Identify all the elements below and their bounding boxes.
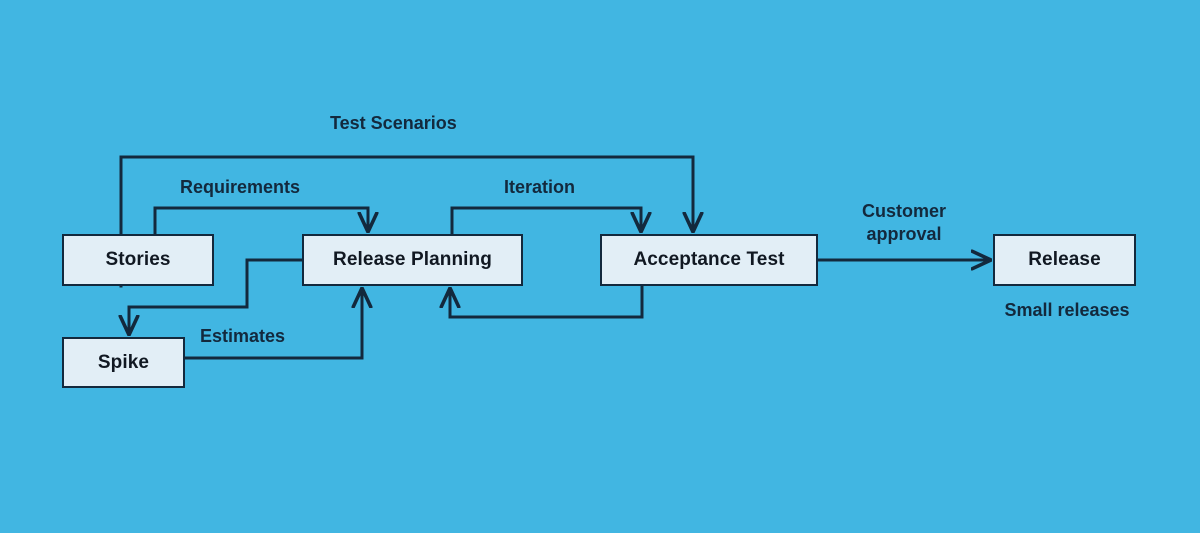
connector-requirements: [153, 206, 368, 236]
edge-label-requirements: Requirements: [180, 177, 301, 197]
edge-label-estimates: Estimates: [200, 326, 286, 346]
node-release-planning-label: Release Planning: [333, 249, 492, 270]
node-spike-label: Spike: [97, 351, 150, 373]
node-release[interactable]: Release: [993, 234, 1136, 286]
caption-small-releases: Small releases: [1004, 300, 1130, 320]
edge-label-test-scenarios: Test Scenarios: [330, 113, 457, 133]
node-stories[interactable]: Stories: [62, 234, 214, 286]
connector-iteration: [450, 206, 641, 236]
connector-acceptance-feedback: [450, 284, 644, 319]
node-stories-label: Stories: [105, 249, 171, 270]
edge-label-customer-approval: Customer approval: [861, 201, 946, 244]
node-acceptance-test-label: Acceptance Test: [633, 249, 785, 270]
edge-label-iteration: Iteration: [504, 177, 576, 197]
node-spike[interactable]: Spike: [62, 337, 185, 388]
node-release-label: Release: [1028, 249, 1101, 270]
connector-estimates: [183, 289, 362, 360]
node-acceptance-test[interactable]: Acceptance Test: [600, 234, 818, 286]
node-release-planning[interactable]: Release Planning: [302, 234, 523, 286]
